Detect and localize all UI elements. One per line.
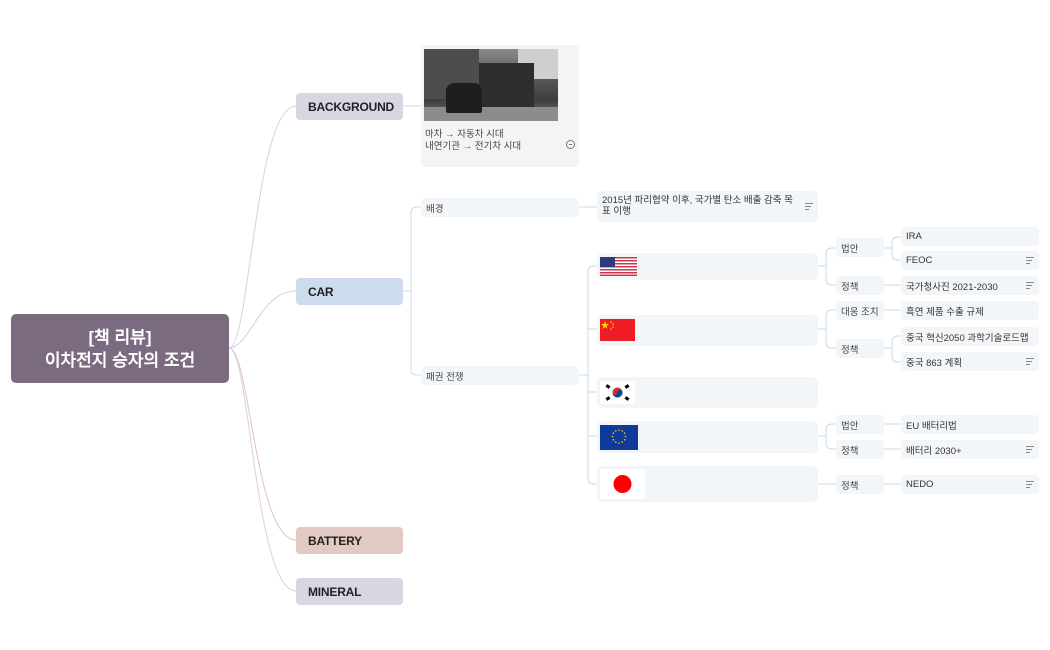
topic-china-863[interactable]: 중국 863 계획 — [901, 352, 1039, 371]
topic-eu-bill[interactable]: 법안 — [836, 415, 884, 434]
branch-battery[interactable]: BATTERY — [296, 527, 403, 554]
korea-flag — [600, 381, 635, 404]
background-card-text: 마차 → 자동차 시대 내연기관 → 전기차 시대 — [425, 129, 522, 152]
note-icon[interactable] — [805, 203, 813, 210]
horse-drawn-tram-photo — [424, 49, 558, 121]
note-icon[interactable] — [1026, 257, 1034, 264]
branch-car-label: CAR — [308, 284, 334, 299]
root-topic[interactable]: [책 리뷰] 이차전지 승자의 조건 — [11, 314, 229, 383]
note-icon[interactable] — [1026, 481, 1034, 488]
topic-china-2050[interactable]: 중국 혁신2050 과학기술로드맵 — [901, 327, 1039, 346]
country-korea[interactable] — [597, 377, 818, 408]
topic-us-bill[interactable]: 법안 — [836, 238, 884, 257]
branch-mineral-label: MINERAL — [308, 584, 362, 599]
us-flag — [600, 257, 637, 276]
note-icon[interactable] — [1026, 282, 1034, 289]
topic-hegemony-war[interactable]: 패권 전쟁 — [421, 366, 579, 385]
topic-feoc[interactable]: FEOC — [901, 251, 1039, 270]
country-china[interactable] — [597, 315, 818, 346]
topic-us-blueprint[interactable]: 국가청사진 2021-2030 — [901, 276, 1039, 295]
branch-background-label: BACKGROUND — [308, 99, 394, 114]
china-flag — [600, 319, 635, 341]
branch-background[interactable]: BACKGROUND — [296, 93, 403, 120]
root-title-line2: 이차전지 승자의 조건 — [44, 350, 196, 370]
japan-flag — [600, 469, 645, 499]
topic-nedo[interactable]: NEDO — [901, 475, 1039, 494]
minus-circle-icon[interactable] — [566, 140, 575, 149]
eu-flag — [600, 425, 638, 450]
root-title-line1: [책 리뷰] — [88, 327, 152, 347]
topic-japan-policy[interactable]: 정책 — [836, 475, 884, 494]
topic-ira[interactable]: IRA — [901, 227, 1039, 246]
note-icon[interactable] — [1026, 446, 1034, 453]
topic-graphite-export[interactable]: 흑연 제품 수출 규제 — [901, 301, 1039, 320]
topic-eu-policy[interactable]: 정책 — [836, 440, 884, 459]
topic-china-countermeasure[interactable]: 대응 조치 — [836, 301, 884, 320]
topic-eu-battery-law[interactable]: EU 배터리법 — [901, 415, 1039, 434]
topic-battery-2030[interactable]: 배터리 2030+ — [901, 440, 1039, 459]
topic-us-policy[interactable]: 정책 — [836, 276, 884, 295]
country-eu[interactable] — [597, 421, 818, 453]
note-icon[interactable] — [1026, 358, 1034, 365]
topic-paris-agreement[interactable]: 2015년 파리협약 이후, 국가별 탄소 배출 감축 목표 이행 — [597, 191, 818, 222]
branch-car[interactable]: CAR — [296, 278, 403, 305]
country-japan[interactable] — [597, 466, 818, 502]
topic-background-kr[interactable]: 배경 — [421, 198, 579, 217]
background-image-card[interactable]: 마차 → 자동차 시대 내연기관 → 전기차 시대 — [421, 45, 579, 167]
branch-mineral[interactable]: MINERAL — [296, 578, 403, 605]
branch-battery-label: BATTERY — [308, 533, 362, 548]
topic-china-policy[interactable]: 정책 — [836, 339, 884, 358]
country-us[interactable] — [597, 253, 818, 280]
